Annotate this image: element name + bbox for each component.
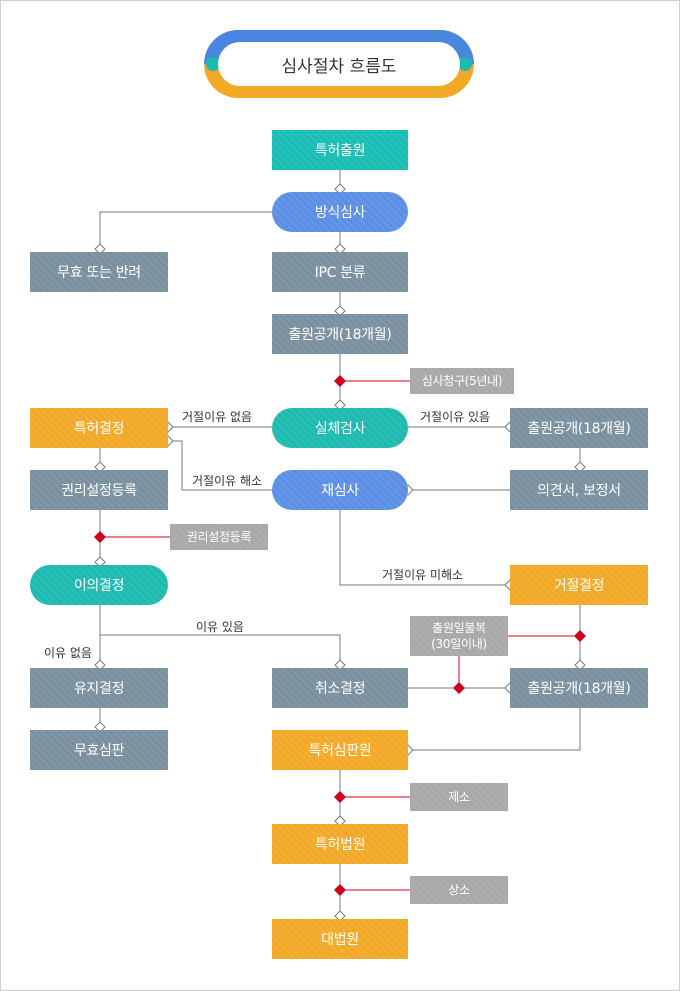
node-opinion: 의견서, 보정서	[510, 470, 648, 510]
node-substantive-exam: 실체검사	[272, 408, 408, 448]
node-rejection: 거절결정	[510, 565, 648, 605]
note-registration: 권리설정등록	[170, 524, 268, 550]
title-pill: 심사절차 흐름도	[204, 30, 474, 98]
red-diamond-rejection	[574, 630, 586, 642]
red-diamond-exam-request	[334, 375, 346, 387]
node-maintain: 유지결정	[30, 668, 168, 708]
note-appeal: 출원일불복 (30일이내)	[410, 616, 508, 656]
node-patent-trial: 특허심판원	[272, 730, 408, 770]
node-invalid-return: 무효 또는 반려	[30, 252, 168, 292]
label-reason-exists: 이유 있음	[194, 620, 246, 634]
node-formal-exam: 방식심사	[272, 192, 408, 232]
node-patent-court: 특허법원	[272, 824, 408, 864]
node-invalid-trial: 무효심판	[30, 730, 168, 770]
page-title: 심사절차 흐름도	[218, 42, 460, 86]
label-rejection-unresolved: 거절이유 미해소	[380, 568, 466, 582]
node-supreme-court: 대법원	[272, 919, 408, 959]
red-diamond-registration	[94, 531, 106, 543]
link-publication3-trial	[408, 708, 581, 751]
link-reexam-rejection	[339, 510, 510, 586]
note-appeal-court: 상소	[410, 876, 508, 904]
node-revoke: 취소결정	[272, 668, 408, 708]
node-reexam: 재심사	[272, 470, 408, 510]
node-grant-decision: 특허결정	[30, 408, 168, 448]
label-no-rejection: 거절이유 없음	[180, 410, 255, 424]
node-ipc: IPC 분류	[272, 252, 408, 292]
link-opposition-revoke	[100, 634, 341, 668]
node-publication2: 출원공개(18개월)	[510, 408, 648, 448]
red-diamond-filing	[334, 791, 346, 803]
note-filing: 제소	[410, 783, 508, 811]
node-publication1: 출원공개(18개월)	[272, 314, 408, 354]
note-exam-request: 심사청구(5년내)	[410, 368, 514, 394]
node-opposition: 이의결정	[30, 565, 168, 605]
link-reexam-grant	[168, 440, 272, 491]
label-no-reason: 이유 없음	[42, 646, 94, 660]
link-formal-invalid	[99, 211, 272, 252]
node-registration: 권리설정등록	[30, 470, 168, 510]
red-diamond-revoke	[453, 682, 465, 694]
node-publication3: 출원공개(18개월)	[510, 668, 648, 708]
title-dot-right	[458, 57, 472, 71]
title-dot-left	[206, 57, 220, 71]
label-rejection-resolved: 거절이유 해소	[190, 474, 265, 488]
node-patent-application: 특허출원	[272, 130, 408, 170]
red-diamond-appeal	[334, 884, 346, 896]
label-rejection-exists: 거절이유 있음	[418, 410, 493, 424]
